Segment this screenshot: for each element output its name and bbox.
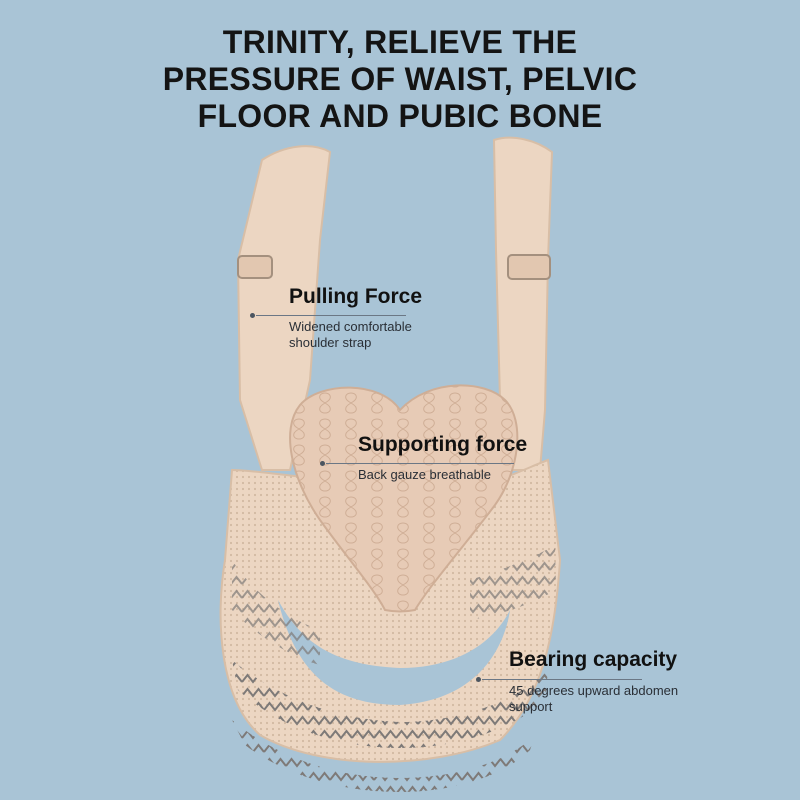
callout-marker (250, 313, 255, 318)
callout-title: Supporting force (358, 433, 528, 456)
callout-desc-2: shoulder strap (289, 335, 372, 350)
callout-marker (476, 677, 481, 682)
callout-title: Bearing capacity (509, 648, 678, 671)
callout-desc-1: 45 degrees upward abdomen (509, 683, 679, 698)
left-shoulder-strap (236, 145, 332, 471)
heart-back-panel (289, 384, 519, 613)
callout-title: Pulling Force (289, 285, 423, 308)
callout-desc-1: Back gauze breathable (358, 467, 491, 482)
callout-supporting-force: Supporting force Back gauze breathable (358, 433, 527, 483)
headline-line-3: FLOOR AND PUBIC BONE (197, 98, 603, 134)
headline-line-1: TRINITY, RELIEVE THE (222, 24, 578, 60)
left-strap-buckle (237, 255, 273, 279)
right-strap-buckle (507, 254, 551, 280)
callout-desc-2: support (509, 699, 553, 714)
callout-bearing-capacity: Bearing capacity 45 degrees upward abdom… (509, 648, 678, 715)
callout-line (256, 315, 406, 316)
callout-desc-1: Widened comfortable (289, 319, 412, 334)
headline: TRINITY, RELIEVE THE PRESSURE OF WAIST, … (0, 24, 800, 135)
callout-line (326, 463, 514, 464)
headline-line-2: PRESSURE OF WAIST, PELVIC (162, 61, 638, 97)
callout-line (482, 679, 642, 680)
callout-pulling-force: Pulling Force Widened comfortable should… (289, 285, 422, 351)
callout-marker (320, 461, 325, 466)
